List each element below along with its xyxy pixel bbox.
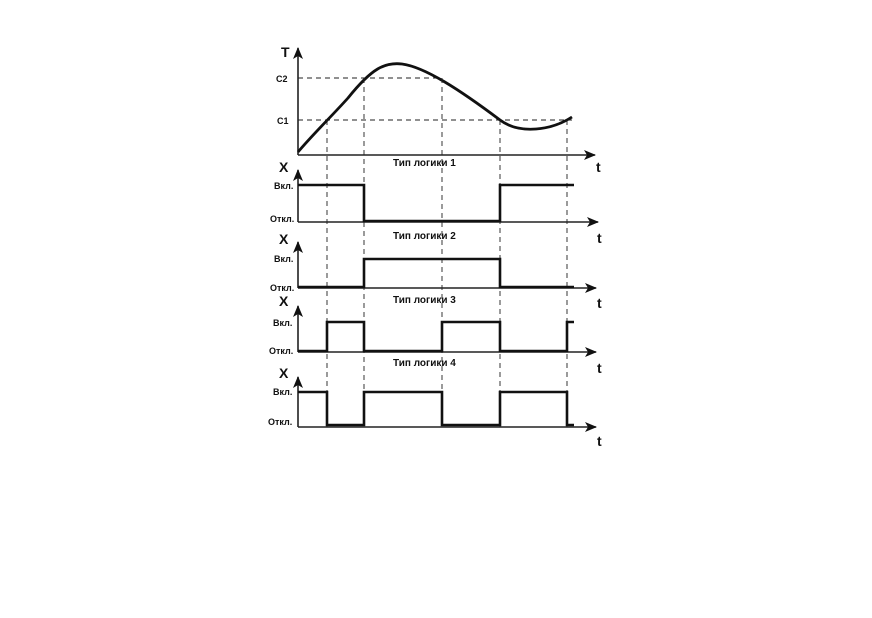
logic-2-title: Тип логики 2 bbox=[393, 231, 456, 242]
logic-2-x-label: t bbox=[597, 295, 602, 311]
logic-1-on-label: Вкл. bbox=[274, 181, 293, 191]
logic-1-x-label: t bbox=[597, 230, 602, 246]
logic-4-off-label: Откл. bbox=[268, 417, 292, 427]
logic-4-title: Тип логики 4 bbox=[393, 358, 456, 369]
logic-panel-3: X t Тип логики 3 Вкл. Откл. bbox=[269, 293, 602, 376]
logic-3-on-label: Вкл. bbox=[273, 318, 292, 328]
logic-4-y-label: X bbox=[279, 365, 289, 381]
threshold-c1-label: C1 bbox=[277, 116, 289, 126]
temperature-plot: T t C2 C1 bbox=[276, 44, 601, 175]
logic-1-title: Тип логики 1 bbox=[393, 158, 456, 169]
temperature-x-axis-label: t bbox=[596, 159, 601, 175]
logic-4-x-label: t bbox=[597, 433, 602, 449]
logic-1-y-label: X bbox=[279, 159, 289, 175]
logic-panel-1: X t Тип логики 1 Вкл. Откл. bbox=[270, 158, 602, 246]
logic-1-off-label: Откл. bbox=[270, 214, 294, 224]
logic-3-off-label: Откл. bbox=[269, 346, 293, 356]
logic-4-on-label: Вкл. bbox=[273, 387, 292, 397]
logic-2-on-label: Вкл. bbox=[274, 254, 293, 264]
logic-3-x-label: t bbox=[597, 360, 602, 376]
logic-panel-2: X t Тип логики 2 Вкл. Откл. bbox=[270, 231, 602, 311]
temperature-curve bbox=[296, 62, 573, 153]
logic-2-signal bbox=[298, 257, 574, 289]
logic-3-y-label: X bbox=[279, 293, 289, 309]
logic-3-signal bbox=[298, 320, 574, 353]
logic-1-signal bbox=[298, 183, 574, 223]
threshold-c2-label: C2 bbox=[276, 74, 288, 84]
logic-panel-4: X t Тип логики 4 Вкл. Откл. bbox=[268, 358, 602, 449]
logic-2-y-label: X bbox=[279, 231, 289, 247]
temperature-y-axis-label: T bbox=[281, 44, 290, 60]
logic-3-title: Тип логики 3 bbox=[393, 295, 456, 306]
logic-2-off-label: Откл. bbox=[270, 283, 294, 293]
logic-4-signal bbox=[298, 390, 574, 427]
